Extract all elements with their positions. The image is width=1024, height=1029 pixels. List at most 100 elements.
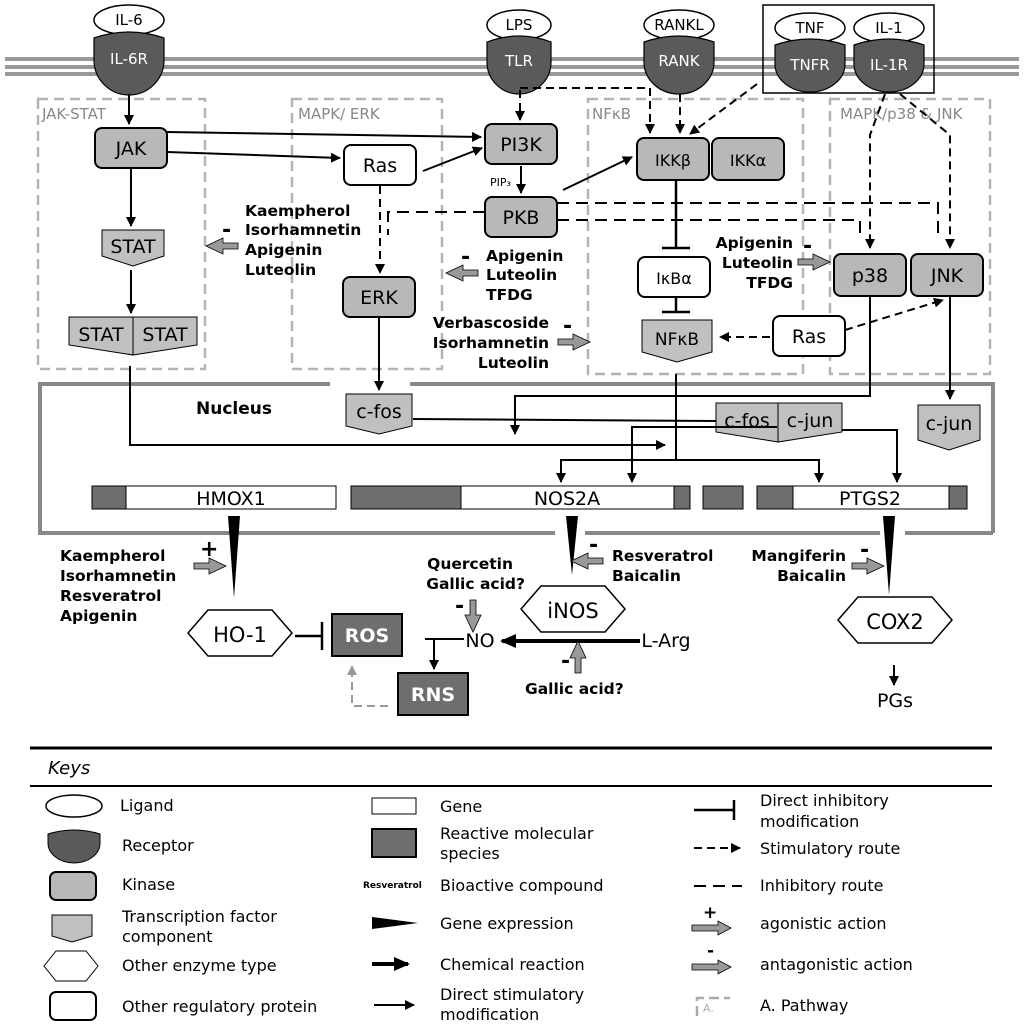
ligand-lps: LPS bbox=[506, 16, 533, 34]
svg-text:Luteolin: Luteolin bbox=[478, 354, 549, 372]
svg-text:TFDG: TFDG bbox=[486, 286, 533, 304]
key-apath: A. Pathway bbox=[760, 996, 848, 1015]
svg-text:Ras: Ras bbox=[363, 155, 397, 177]
svg-text:COX2: COX2 bbox=[866, 610, 924, 634]
pathway-label-mapk-erk: MAPK/ ERK bbox=[298, 105, 381, 123]
receptor-il1r-label: IL-1R bbox=[870, 56, 908, 74]
key-ligand: Ligand bbox=[120, 796, 174, 815]
svg-text:c-jun: c-jun bbox=[926, 413, 973, 435]
key-apath-icon bbox=[695, 996, 730, 1016]
svg-text:NOS2A: NOS2A bbox=[534, 488, 600, 510]
svg-text:Resveratrol: Resveratrol bbox=[60, 587, 161, 605]
compounds-pkb: Apigenin Luteolin TFDG bbox=[486, 247, 563, 304]
svg-text:-: - bbox=[803, 234, 812, 259]
ligand-il1: IL-1 bbox=[875, 19, 902, 37]
svg-text:RNS: RNS bbox=[411, 684, 455, 706]
compounds-nfkb: Verbascoside Isorhamnetin Luteolin bbox=[433, 314, 549, 372]
svg-text:STAT: STAT bbox=[78, 324, 124, 346]
molecule-l-arg: L-Arg bbox=[641, 630, 690, 652]
svg-text:-: - bbox=[589, 533, 598, 558]
svg-text:ERK: ERK bbox=[360, 287, 398, 309]
svg-text:Ras: Ras bbox=[792, 326, 826, 348]
key-agon-sign: + bbox=[703, 903, 717, 923]
key-bioactive-sample: Resveratrol bbox=[363, 881, 422, 891]
svg-text:Apigenin: Apigenin bbox=[60, 607, 137, 625]
svg-text:Luteolin: Luteolin bbox=[245, 261, 316, 279]
key-apath-sample: A. bbox=[703, 1002, 714, 1015]
key-direct-stim-line1: Direct stimulatory bbox=[440, 985, 584, 1004]
keys-legend: Keys Ligand Receptor Kinase Transcriptio… bbox=[30, 746, 992, 1024]
key-enzyme-icon bbox=[43, 950, 99, 982]
molecule-no: NO bbox=[465, 630, 494, 652]
key-kinase: Kinase bbox=[122, 875, 175, 894]
ligand-il6: IL-6 bbox=[115, 11, 142, 29]
compounds-hmox1: Kaempherol Isorhamnetin Resveratrol Apig… bbox=[60, 547, 176, 625]
node-ikkb: IKKβ bbox=[636, 137, 710, 181]
key-direct-inh-line1: Direct inhibitory bbox=[760, 791, 889, 810]
key-gene-expression-icon bbox=[372, 917, 418, 929]
svg-text:Kaempherol: Kaempherol bbox=[245, 202, 350, 220]
svg-text:PTGS2: PTGS2 bbox=[839, 488, 901, 510]
svg-text:IKKβ: IKKβ bbox=[655, 151, 691, 170]
compounds-no: Quercetin Gallic acid? bbox=[426, 555, 525, 593]
stimulatory-routes bbox=[347, 83, 955, 707]
expr-wedge-hmox1 bbox=[228, 516, 240, 598]
receptor-tlr: LPS TLR bbox=[486, 9, 552, 95]
action-signs: - - - - + - - - - bbox=[200, 218, 869, 674]
svg-text:JAK: JAK bbox=[115, 138, 147, 160]
svg-text:Luteolin: Luteolin bbox=[722, 254, 793, 272]
key-chem-reaction: Chemical reaction bbox=[440, 955, 585, 974]
key-reactive-line2: species bbox=[440, 844, 500, 863]
receptor-il1r: IL-1 IL-1R bbox=[853, 12, 925, 93]
svg-text:Baicalin: Baicalin bbox=[777, 567, 846, 585]
svg-text:c-fos: c-fos bbox=[356, 401, 402, 423]
node-stat: STAT bbox=[101, 229, 165, 267]
key-gene: Gene bbox=[440, 797, 482, 816]
compounds-larg: Gallic acid? bbox=[525, 680, 624, 698]
node-pi3k: PI3K bbox=[484, 123, 558, 165]
node-cfos-cjun-dimer: c-fos c-jun bbox=[715, 402, 843, 443]
receptor-tnfr: TNF TNFR bbox=[774, 12, 846, 93]
key-regprot-icon bbox=[49, 991, 97, 1021]
svg-text:JNK: JNK bbox=[930, 265, 964, 287]
svg-text:Isorhamnetin: Isorhamnetin bbox=[60, 567, 176, 585]
key-ligand-icon bbox=[45, 794, 103, 818]
node-erk: ERK bbox=[342, 276, 416, 318]
enzyme-cox2: COX2 bbox=[837, 596, 953, 644]
receptor-tlr-label: TLR bbox=[504, 52, 533, 70]
key-antagon-sign: - bbox=[707, 941, 714, 961]
svg-text:Apigenin: Apigenin bbox=[716, 234, 793, 252]
gene-ptgs2: PTGS2 bbox=[702, 485, 968, 510]
expr-wedge-ptgs2 bbox=[883, 516, 895, 595]
svg-text:HMOX1: HMOX1 bbox=[196, 488, 266, 510]
svg-text:NFκB: NFκB bbox=[655, 330, 699, 350]
gene-nos2a: NOS2A bbox=[350, 485, 691, 510]
node-ikba: IκBα bbox=[637, 256, 711, 298]
expr-wedge-nos2a bbox=[566, 516, 578, 575]
svg-text:STAT: STAT bbox=[110, 236, 156, 258]
svg-text:STAT: STAT bbox=[142, 324, 188, 346]
key-bioactive: Bioactive compound bbox=[440, 876, 603, 895]
svg-text:-: - bbox=[860, 538, 869, 563]
svg-text:IκBα: IκBα bbox=[656, 269, 692, 288]
svg-text:HO-1: HO-1 bbox=[213, 623, 267, 647]
svg-text:Mangiferin: Mangiferin bbox=[751, 547, 846, 565]
key-direct-stim-line2: modification bbox=[440, 1005, 539, 1024]
tnf-il1-group-box bbox=[762, 4, 935, 94]
node-ikka: IKKα bbox=[711, 137, 785, 181]
svg-text:IKKα: IKKα bbox=[730, 151, 766, 170]
molecule-pgs: PGs bbox=[877, 690, 913, 712]
key-stim-route: Stimulatory route bbox=[760, 839, 900, 858]
node-jnk: JNK bbox=[910, 253, 984, 297]
svg-text:ROS: ROS bbox=[345, 625, 389, 647]
key-agon: agonistic action bbox=[760, 914, 887, 933]
svg-text:c-fos: c-fos bbox=[724, 410, 770, 432]
ligand-tnf: TNF bbox=[794, 19, 824, 37]
svg-text:c-jun: c-jun bbox=[787, 410, 834, 432]
svg-text:PI3K: PI3K bbox=[500, 134, 542, 156]
pathway-label-mapk-p38-jnk: MAPK/p38 & JNK bbox=[840, 105, 964, 123]
enzyme-inos: iNOS bbox=[520, 585, 626, 633]
key-enzyme: Other enzyme type bbox=[122, 956, 277, 975]
svg-text:Kaempherol: Kaempherol bbox=[60, 547, 165, 565]
